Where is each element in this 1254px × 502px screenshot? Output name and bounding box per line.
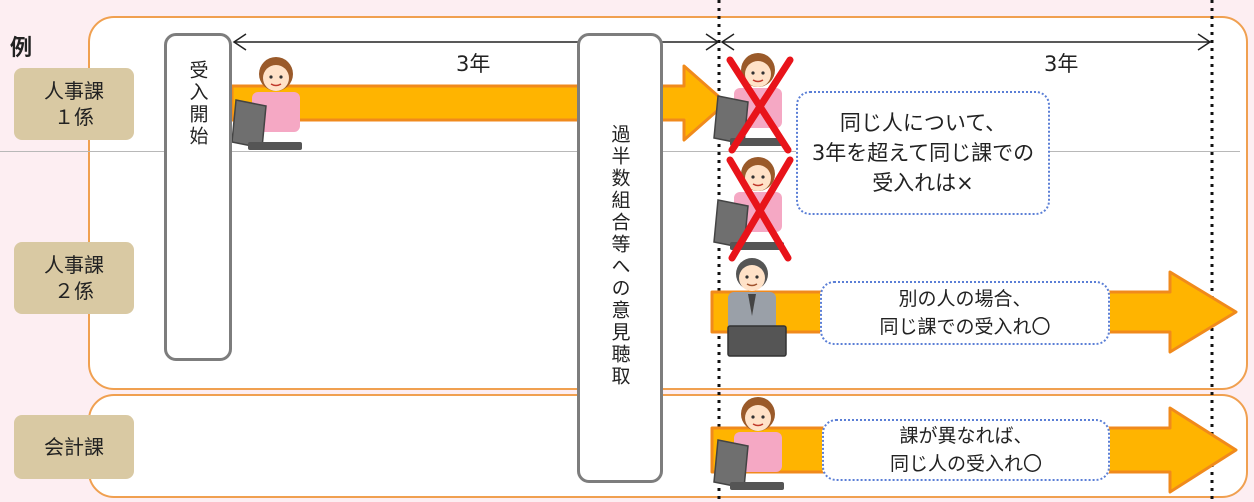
- dept-jinji-1: 人事課 １係: [14, 68, 134, 140]
- milestone-start-box: 受入開始: [164, 33, 232, 361]
- dept-jinji-2: 人事課 ２係: [14, 242, 134, 314]
- milestone-start-label: 受入開始: [186, 60, 209, 148]
- note-same-person-prohibited: 同じ人について、 3年を超えて同じ課での 受入れは×: [796, 91, 1050, 215]
- dept-kaikei: 会計課: [14, 415, 134, 479]
- person-woman-jinji1: [231, 56, 303, 151]
- milestone-consult-label: 過半数組合等への意見聴取: [608, 124, 631, 388]
- person-woman-kaikei: [713, 396, 785, 491]
- arrow-jinji1-first-period: [230, 64, 728, 142]
- period-label-first: 3年: [456, 52, 491, 76]
- cross-mark-bottom: [726, 156, 794, 262]
- note-other-person-allowed: 別の人の場合、 同じ課での受入れ〇: [820, 281, 1110, 345]
- cross-mark-top: [726, 56, 794, 154]
- note-other-dept-allowed: 課が異なれば、 同じ人の受入れ〇: [822, 419, 1110, 481]
- period-label-second: 3年: [1044, 52, 1079, 76]
- milestone-consult-box: 過半数組合等への意見聴取: [577, 33, 663, 483]
- example-label: 例: [10, 36, 33, 61]
- period-arrow-second: [720, 33, 1212, 51]
